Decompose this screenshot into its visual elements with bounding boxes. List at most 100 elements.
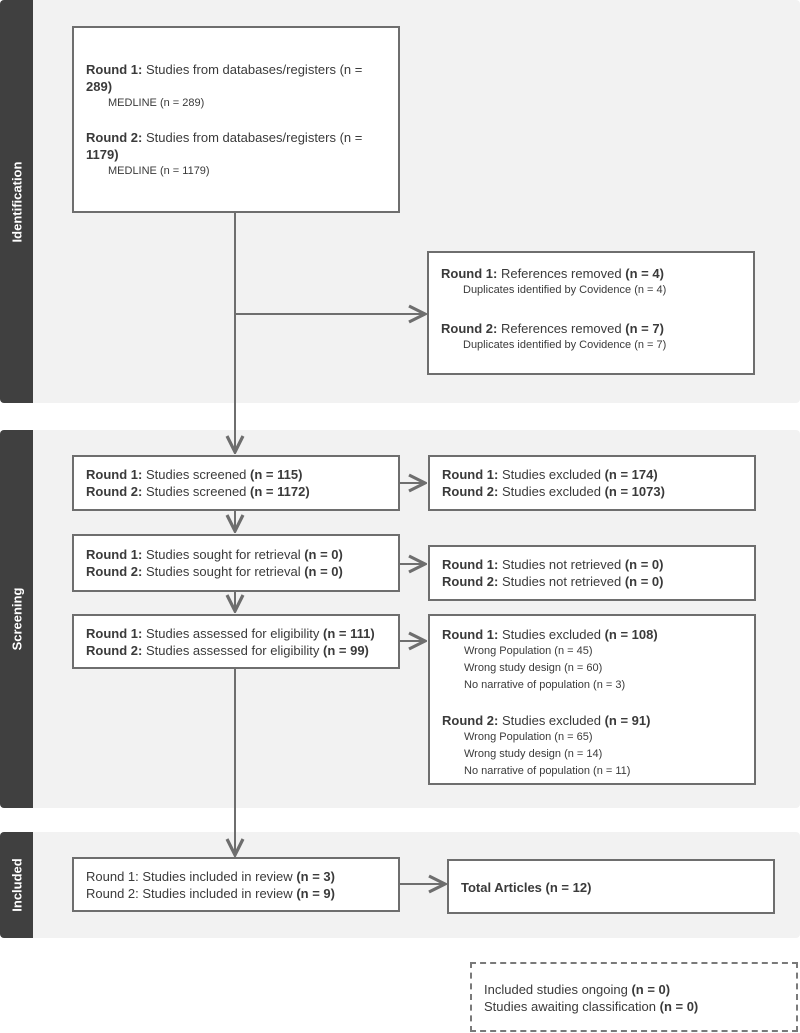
- removed-r2-count: (n = 7): [625, 321, 664, 336]
- excluded-box: Round 1: Studies excluded (n = 174) Roun…: [428, 455, 756, 511]
- excluded-r2-prefix: Round 2:: [442, 484, 499, 499]
- included-r2-count: (n = 9): [296, 886, 335, 901]
- elig-r2-count: (n = 99): [323, 643, 369, 658]
- included-r1-text: Round 1: Studies included in review: [86, 869, 293, 884]
- elig-ex-r1-prefix: Round 1:: [442, 627, 499, 642]
- id-r2-text: Studies from databases/registers (n =: [145, 130, 363, 145]
- excluded-r2-line: Round 2: Studies excluded (n = 1073): [442, 483, 742, 500]
- total-box: Total Articles (n = 12): [447, 859, 775, 914]
- elig-excluded-box: Round 1: Studies excluded (n = 108) Wron…: [428, 614, 756, 785]
- elig-ex-r1-count: (n = 108): [604, 627, 658, 642]
- removed-r2-prefix: Round 2:: [441, 321, 498, 336]
- not-retrieved-r1-count: (n = 0): [624, 557, 664, 572]
- ongoing-line1: Included studies ongoing (n = 0): [484, 981, 784, 998]
- ongoing-line1-text: Included studies ongoing: [484, 982, 628, 997]
- elig-ex-r2-reason: No narrative of population (n = 11): [464, 765, 631, 777]
- screened-r1-count: (n = 115): [250, 467, 303, 482]
- sought-r1-text: Studies sought for retrieval: [145, 547, 301, 562]
- not-retrieved-r2-count: (n = 0): [624, 574, 664, 589]
- not-retrieved-r2-prefix: Round 2:: [442, 574, 499, 589]
- elig-r1-line: Round 1: Studies assessed for eligibilit…: [86, 625, 386, 642]
- removed-r1-line: Round 1: References removed (n = 4): [441, 265, 741, 282]
- id-r2-sub: MEDLINE (n = 1179): [108, 165, 210, 177]
- screened-box: Round 1: Studies screened (n = 115) Roun…: [72, 455, 400, 511]
- elig-r1-count: (n = 111): [323, 626, 375, 641]
- id-r1-prefix: Round 1:: [86, 62, 143, 77]
- not-retrieved-r2-text: Studies not retrieved: [501, 574, 622, 589]
- sought-r1-count: (n = 0): [304, 547, 343, 562]
- identification-sidebar: Identification: [0, 0, 33, 403]
- elig-ex-r1-reason: Wrong Population (n = 45): [464, 645, 593, 657]
- included-r2-text: Round 2: Studies included in review: [86, 886, 293, 901]
- id-r2-count: 1179): [86, 147, 119, 162]
- elig-ex-r1-reason: No narrative of population (n = 3): [464, 679, 626, 691]
- screened-r2-prefix: Round 2:: [86, 484, 143, 499]
- included-r1-count: (n = 3): [296, 869, 335, 884]
- removed-r2-sub: Duplicates identified by Covidence (n = …: [463, 339, 667, 351]
- elig-ex-r2-reason: Wrong study design (n = 14): [464, 748, 603, 760]
- id-r1-count: 289): [86, 79, 113, 94]
- included-sidebar: Included: [0, 832, 33, 938]
- ongoing-box: Included studies ongoing (n = 0) Studies…: [470, 962, 798, 1032]
- id-r1-text: Studies from databases/registers (n =: [145, 62, 363, 77]
- excluded-r1-count: (n = 174): [604, 467, 658, 482]
- excluded-r2-count: (n = 1073): [604, 484, 665, 499]
- screened-r1-text: Studies screened: [145, 467, 247, 482]
- included-r2-line: Round 2: Studies included in review (n =…: [86, 885, 386, 902]
- elig-ex-r2-text: Studies excluded: [501, 713, 601, 728]
- sought-r1-prefix: Round 1:: [86, 547, 143, 562]
- sought-r2-line: Round 2: Studies sought for retrieval (n…: [86, 563, 386, 580]
- removed-r1-prefix: Round 1:: [441, 266, 498, 281]
- total-line: Total Articles (n = 12): [461, 879, 761, 896]
- excluded-r1-prefix: Round 1:: [442, 467, 499, 482]
- elig-r2-prefix: Round 2:: [86, 643, 143, 658]
- elig-ex-r1-line: Round 1: Studies excluded (n = 108): [442, 626, 742, 643]
- elig-ex-r1-reason: Wrong study design (n = 60): [464, 662, 603, 674]
- sought-r2-count: (n = 0): [304, 564, 343, 579]
- screened-r2-count: (n = 1172): [250, 484, 310, 499]
- ongoing-line2-text: Studies awaiting classification: [484, 999, 656, 1014]
- sought-box: Round 1: Studies sought for retrieval (n…: [72, 534, 400, 592]
- excluded-r1-text: Studies excluded: [501, 467, 601, 482]
- removed-r1-text: References removed: [500, 266, 622, 281]
- elig-r1-text: Studies assessed for eligibility: [145, 626, 320, 641]
- screening-sidebar: Screening: [0, 430, 33, 808]
- sought-r2-prefix: Round 2:: [86, 564, 143, 579]
- total-label: Total Articles: [461, 880, 542, 895]
- elig-ex-r2-line: Round 2: Studies excluded (n = 91): [442, 712, 742, 729]
- not-retrieved-r1-line: Round 1: Studies not retrieved (n = 0): [442, 556, 742, 573]
- not-retrieved-r1-prefix: Round 1:: [442, 557, 499, 572]
- not-retrieved-box: Round 1: Studies not retrieved (n = 0) R…: [428, 545, 756, 601]
- total-count: (n = 12): [545, 880, 592, 895]
- excluded-r1-line: Round 1: Studies excluded (n = 174): [442, 466, 742, 483]
- elig-r2-line: Round 2: Studies assessed for eligibilit…: [86, 642, 386, 659]
- removed-r1-count: (n = 4): [625, 266, 664, 281]
- identification-box: Round 1: Studies from databases/register…: [72, 26, 400, 213]
- removed-r2-text: References removed: [500, 321, 622, 336]
- elig-r1-prefix: Round 1:: [86, 626, 143, 641]
- ongoing-line2: Studies awaiting classification (n = 0): [484, 998, 784, 1015]
- elig-r2-text: Studies assessed for eligibility: [145, 643, 320, 658]
- id-round2-line: Round 2: Studies from databases/register…: [86, 129, 386, 163]
- ongoing-line2-count: (n = 0): [659, 999, 699, 1014]
- elig-ex-r2-reason: Wrong Population (n = 65): [464, 731, 593, 743]
- screened-r2-text: Studies screened: [145, 484, 247, 499]
- screened-r2-line: Round 2: Studies screened (n = 1172): [86, 483, 386, 500]
- not-retrieved-r1-text: Studies not retrieved: [501, 557, 622, 572]
- removed-r1-sub: Duplicates identified by Covidence (n = …: [463, 284, 667, 296]
- eligibility-box: Round 1: Studies assessed for eligibilit…: [72, 614, 400, 669]
- screened-r1-prefix: Round 1:: [86, 467, 143, 482]
- id-r2-prefix: Round 2:: [86, 130, 143, 145]
- elig-ex-r2-prefix: Round 2:: [442, 713, 499, 728]
- removed-box: Round 1: References removed (n = 4) Dupl…: [427, 251, 755, 375]
- removed-r2-line: Round 2: References removed (n = 7): [441, 320, 741, 337]
- id-r1-sub: MEDLINE (n = 289): [108, 97, 205, 109]
- elig-ex-r2-count: (n = 91): [604, 713, 651, 728]
- included-box: Round 1: Studies included in review (n =…: [72, 857, 400, 912]
- sought-r2-text: Studies sought for retrieval: [145, 564, 301, 579]
- screened-r1-line: Round 1: Studies screened (n = 115): [86, 466, 386, 483]
- excluded-r2-text: Studies excluded: [501, 484, 601, 499]
- id-round1-line: Round 1: Studies from databases/register…: [86, 61, 386, 95]
- included-r1-line: Round 1: Studies included in review (n =…: [86, 868, 386, 885]
